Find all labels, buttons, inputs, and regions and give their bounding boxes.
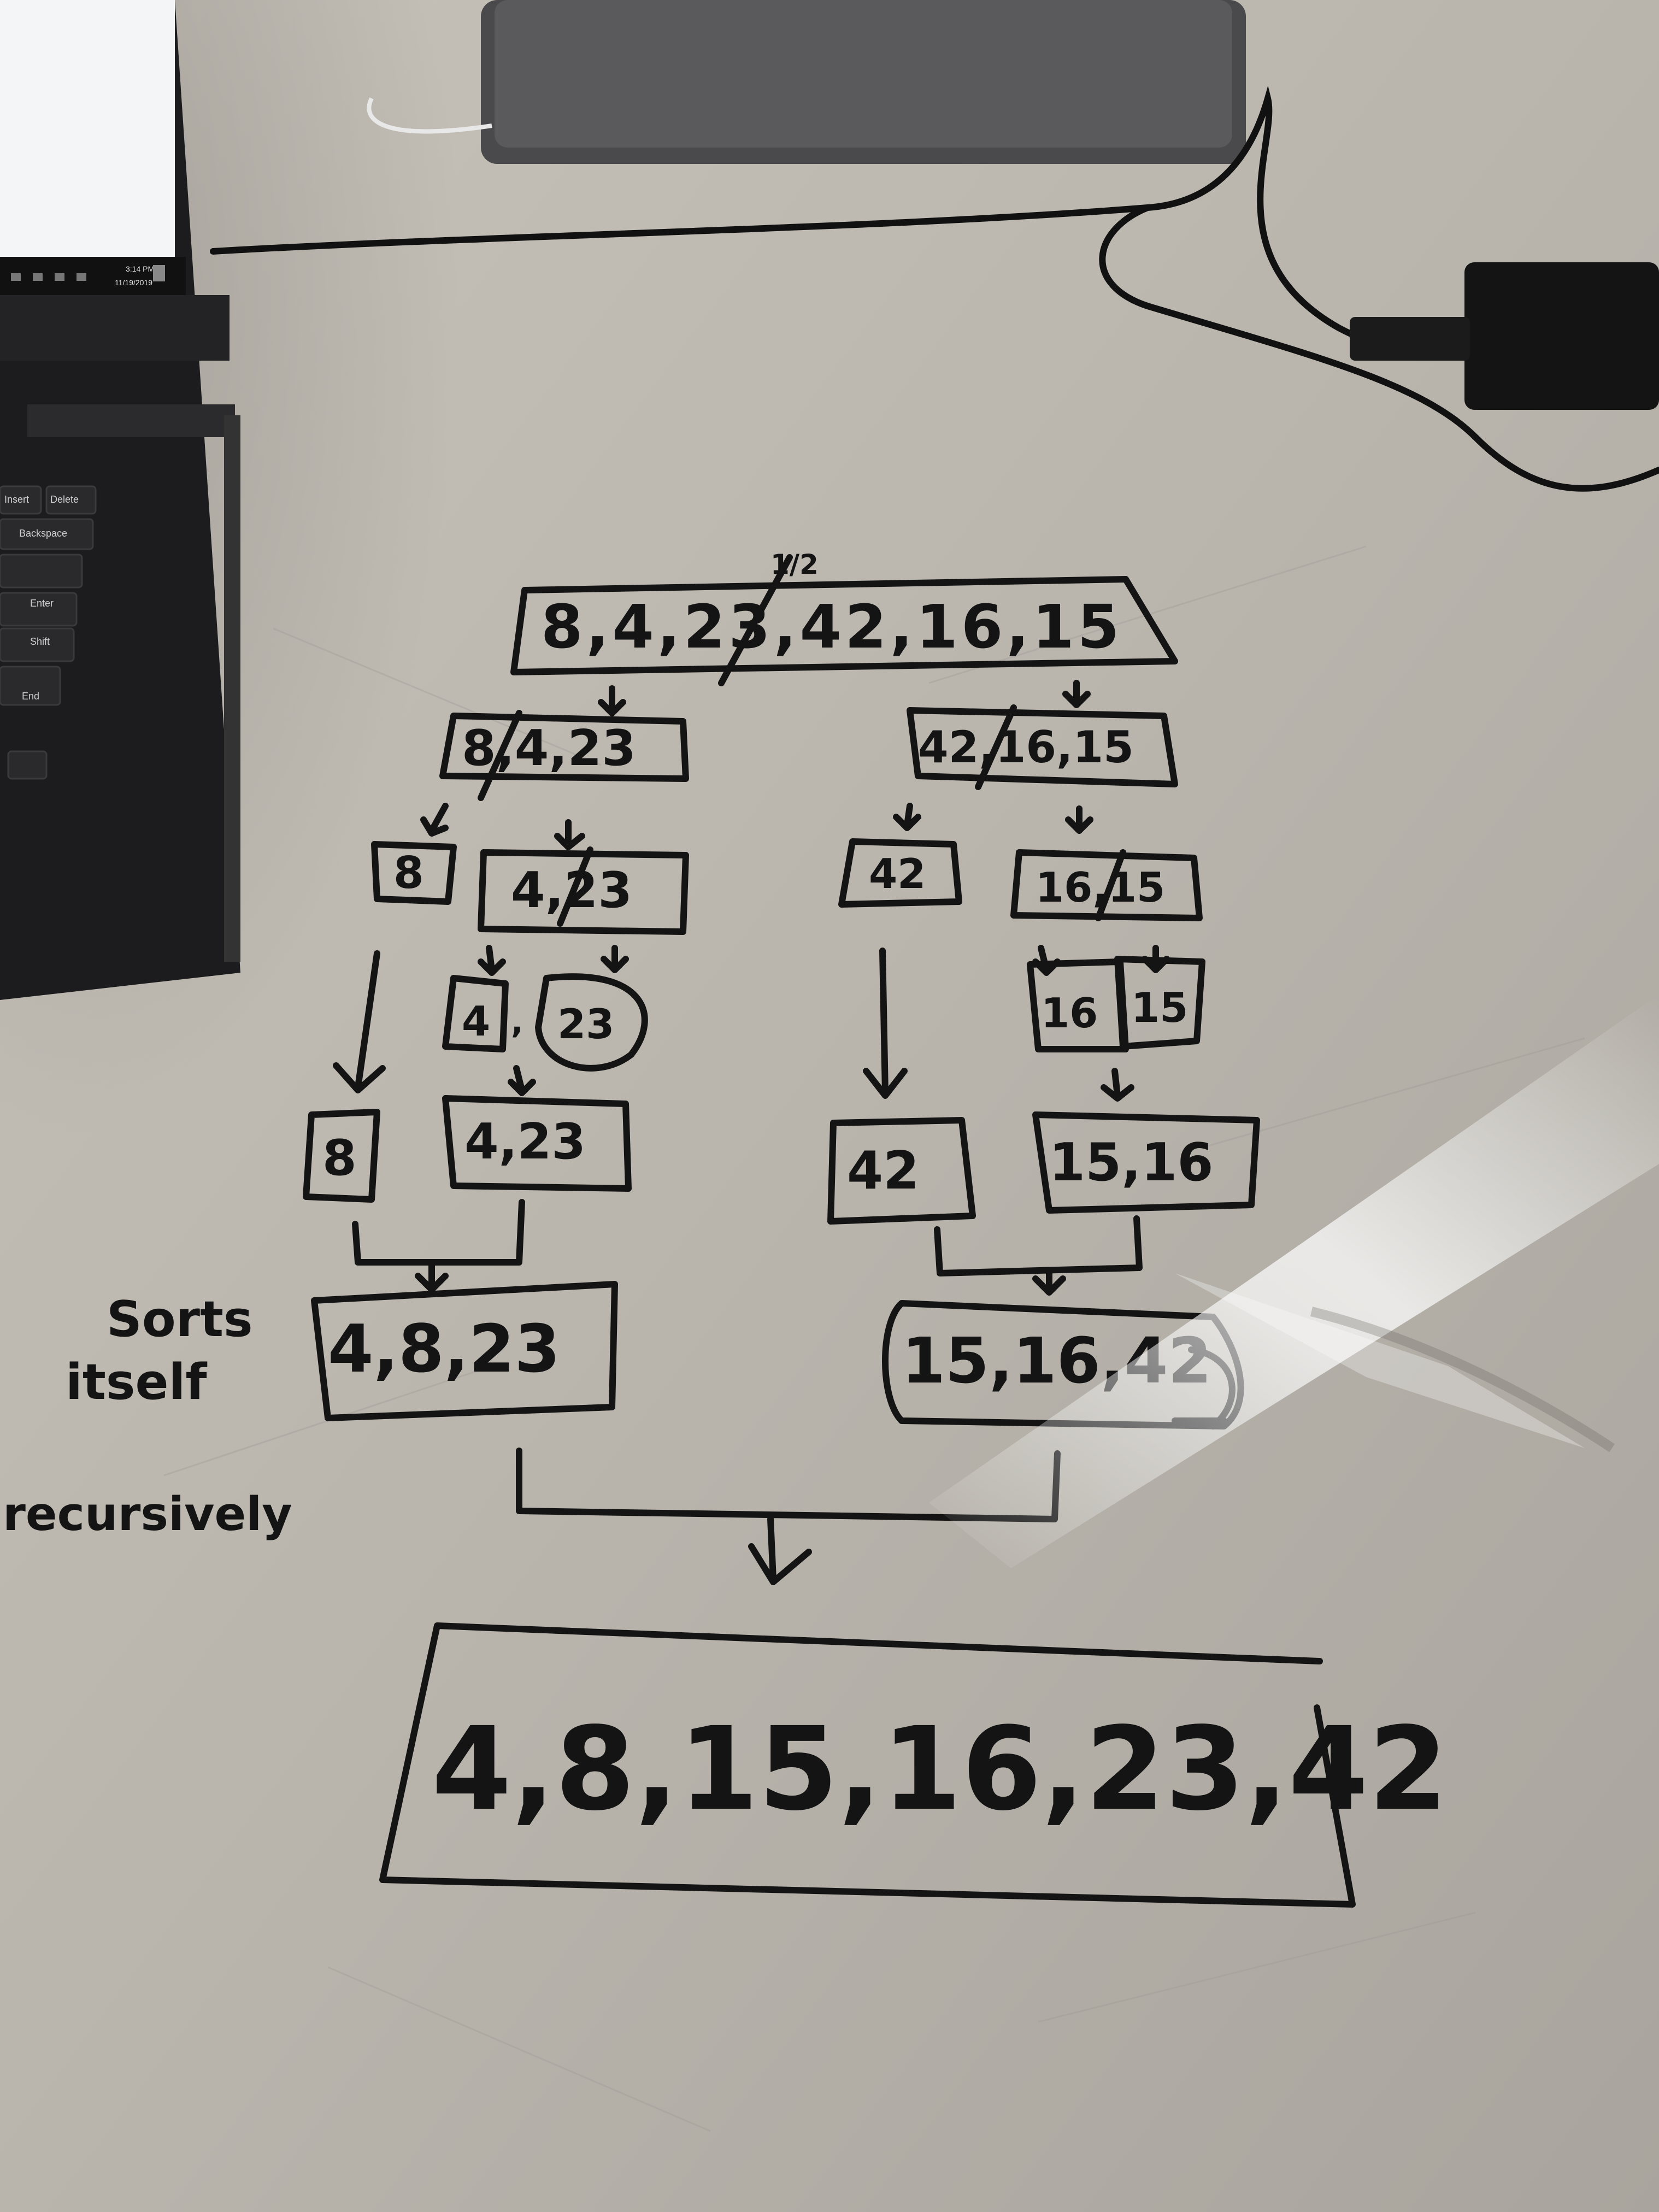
level4-b-box (442, 1095, 632, 1192)
level3-c-values: 16 (1041, 989, 1098, 1037)
taskbar-clock-time: 3:14 PM (126, 264, 154, 273)
key-shift (0, 627, 75, 662)
note-line-3: recursively (3, 1487, 292, 1542)
note-line-1: Sorts (107, 1291, 253, 1348)
merged-left-values: 4,8,23 (328, 1311, 560, 1387)
key-enter-label: Enter (30, 598, 54, 609)
key-backspace-label: Backspace (19, 528, 67, 539)
key-insert-label: Insert (4, 494, 29, 505)
level4-a-box (303, 1109, 380, 1203)
level3-d-box (1114, 956, 1205, 1050)
taskbar-clock-date: 11/19/2019 (115, 278, 152, 287)
level4-a-values: 8 (322, 1129, 357, 1187)
key-backspace (0, 518, 94, 550)
key-shift-label: Shift (30, 636, 50, 647)
laptop: 3:14 PM 11/19/2019 Insert Delete Backspa… (0, 0, 240, 1000)
key-backslash (0, 554, 83, 589)
merge-connector-right (934, 1215, 1143, 1296)
cables (210, 85, 1659, 492)
key-delete (45, 485, 97, 515)
level3-comma: , (511, 1003, 523, 1041)
level2-d-box (1010, 849, 1203, 921)
level1-right-box (907, 707, 1178, 787)
level1-left-box (439, 713, 689, 782)
merged-left-box (311, 1281, 618, 1421)
level2-a-box (371, 841, 457, 905)
level2-c-box (838, 838, 962, 908)
key-end-label: End (22, 691, 39, 702)
level3-b-box (535, 973, 648, 1072)
key-arrow (7, 750, 48, 780)
key-insert (0, 485, 42, 515)
merge-connector-left (352, 1199, 525, 1293)
note-line-2: itself (66, 1354, 207, 1411)
arrow-42-down (863, 948, 908, 1099)
level4-d-box (1032, 1111, 1260, 1214)
light-glare (929, 995, 1659, 1568)
level3-b-values: 23 (557, 1000, 614, 1048)
level2-a-values: 8 (393, 848, 424, 898)
level2-c-values: 42 (869, 850, 926, 898)
notification-icon (153, 265, 165, 281)
root-box (510, 576, 1178, 675)
power-adapter (1464, 262, 1659, 410)
level2-b-box (478, 849, 689, 935)
laptop-screen (0, 0, 175, 257)
arrow-8-down (333, 950, 386, 1093)
key-enter (0, 592, 78, 627)
result-box (379, 1622, 1356, 1908)
side-note: Sorts itself recursively (3, 1291, 292, 1542)
level3-a-box (442, 975, 509, 1052)
level4-c-values: 42 (847, 1141, 919, 1201)
key-end (0, 666, 61, 706)
level1-left-values: 8,4,23 (462, 720, 636, 777)
result-values: 4,8,15,16,23,42 (432, 1702, 1448, 1836)
level1-right-values: 42,16,15 (918, 722, 1134, 773)
level3-a-values: 4 (462, 997, 490, 1045)
level4-d-values: 15,16 (1049, 1133, 1214, 1193)
level3-d-values: 15 (1131, 984, 1188, 1032)
level4-c-box (827, 1117, 976, 1225)
key-delete-label: Delete (50, 494, 79, 505)
root-values: 8,4,23,42,16,15 (541, 592, 1122, 662)
level4-b-values: 4,23 (464, 1113, 586, 1170)
